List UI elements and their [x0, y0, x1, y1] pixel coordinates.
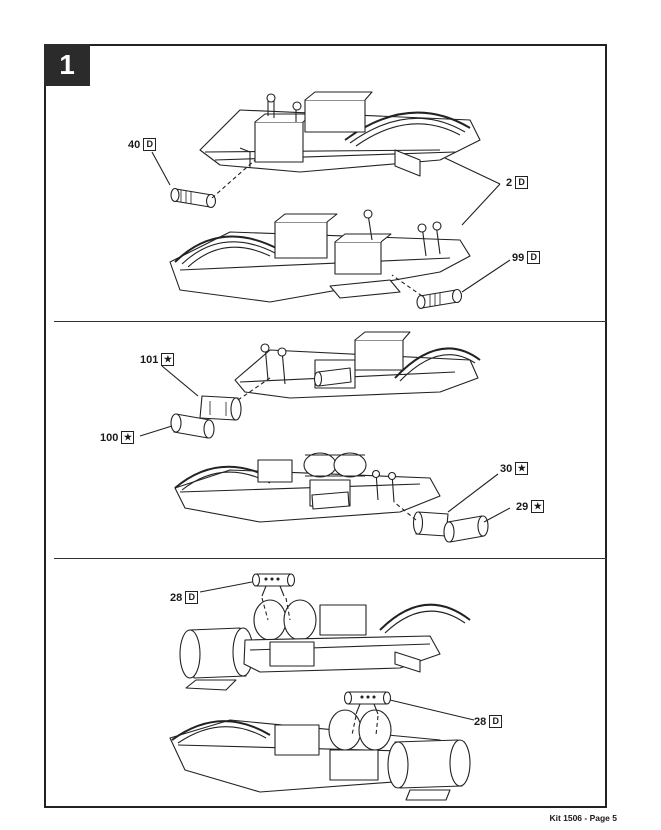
axle-assembly-lower: [169, 209, 471, 303]
part-100-cylinder: [170, 413, 215, 439]
part-101-bracket: [199, 395, 242, 421]
part-28-lower: [343, 691, 392, 715]
leader-line: [139, 425, 173, 437]
part-29-cylinder: [443, 515, 489, 543]
section-divider: [54, 321, 607, 322]
axle-assembly-middle-upper: [234, 331, 481, 399]
section-divider: [54, 558, 607, 559]
dashed-guide: [393, 501, 417, 521]
leader-line: [447, 473, 499, 513]
axle-assembly-upper: [199, 91, 481, 177]
axle-assembly-lower-lower: [169, 709, 471, 801]
leader-line: [161, 365, 199, 397]
callout-part-101: 101★: [140, 353, 175, 366]
leader-line: [461, 183, 501, 226]
callout-part-29: 29★: [516, 500, 545, 513]
leader-line: [483, 507, 511, 523]
leader-line: [444, 157, 501, 185]
part-99-cylinder: [416, 288, 463, 310]
dashed-guide: [211, 159, 256, 199]
part-30-bracket: [412, 511, 449, 537]
part-28-upper: [251, 573, 296, 597]
leader-line: [199, 581, 253, 593]
axle-assembly-lower-upper: [179, 599, 471, 691]
step-number-badge: 1: [44, 44, 90, 86]
dashed-guide: [391, 274, 423, 297]
part-40-cylinder: [170, 187, 217, 209]
dashed-guide: [351, 715, 379, 736]
leader-line: [389, 699, 475, 721]
callout-part-100: 100★: [100, 431, 135, 444]
dashed-guide: [261, 597, 291, 621]
leader-line: [151, 151, 171, 186]
axle-assembly-middle-lower: [174, 452, 441, 523]
page-footer: Kit 1506 - Page 5: [549, 813, 617, 823]
callout-part-30: 30★: [500, 462, 529, 475]
leader-line: [461, 259, 511, 293]
instruction-frame: [44, 44, 607, 808]
